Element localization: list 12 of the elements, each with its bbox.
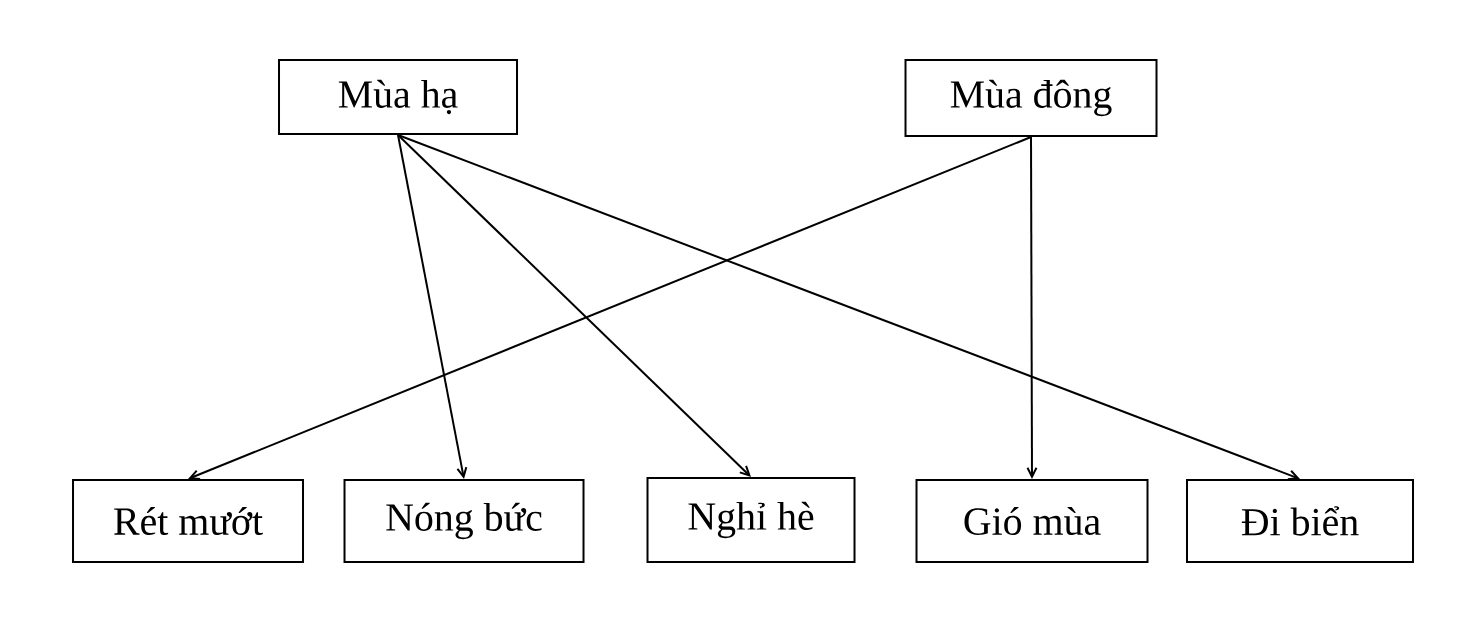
text-box: Nóng bức <box>343 479 585 563</box>
text-box: Mùa hạ <box>278 59 518 135</box>
text-box: Đi biển <box>1186 479 1414 563</box>
text-box: Rét mướt <box>72 479 304 563</box>
arrow <box>397 134 1300 481</box>
text-box: Gió mùa <box>915 479 1149 563</box>
arrow <box>397 134 751 477</box>
text-box: Nghỉ hè <box>646 477 856 563</box>
arrow <box>188 136 1032 480</box>
text-box: Mùa đông <box>904 59 1158 137</box>
arrow <box>1026 136 1038 479</box>
arrow <box>397 134 468 479</box>
